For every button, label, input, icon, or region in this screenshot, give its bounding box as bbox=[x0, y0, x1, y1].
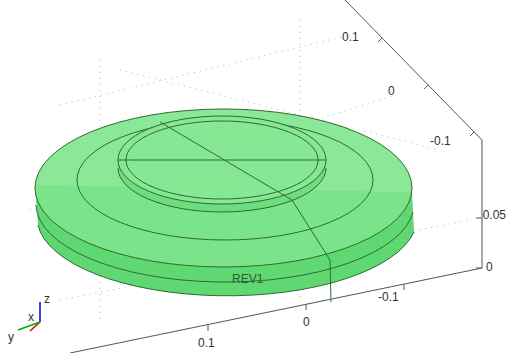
axis-box bbox=[70, 0, 482, 353]
axis-name: y bbox=[8, 330, 14, 344]
tick bbox=[306, 304, 307, 310]
grid-line bbox=[60, 35, 350, 105]
grid-dots bbox=[30, 20, 470, 320]
tick bbox=[476, 218, 482, 219]
geometry-label: REV1 bbox=[232, 272, 263, 286]
tick bbox=[404, 284, 405, 290]
tick bbox=[208, 325, 209, 331]
tick-label: 0.1 bbox=[342, 30, 359, 44]
axis-name: x bbox=[28, 310, 34, 324]
partition-line bbox=[118, 160, 326, 161]
tick-label: 0 bbox=[303, 315, 310, 329]
tick-label: 0 bbox=[486, 260, 493, 274]
tick-label: 0.05 bbox=[483, 208, 506, 222]
partition-line bbox=[330, 260, 331, 302]
partition-line bbox=[160, 122, 292, 200]
disk-solid bbox=[35, 109, 414, 302]
tick bbox=[476, 268, 482, 269]
tick bbox=[470, 132, 474, 136]
axis-triad bbox=[18, 302, 40, 331]
tick-label: 0 bbox=[388, 84, 395, 98]
tick-label: -0.1 bbox=[378, 290, 399, 304]
axis-line bbox=[345, 0, 482, 140]
axis-name: z bbox=[44, 292, 50, 306]
partition-line bbox=[292, 200, 330, 260]
tick bbox=[378, 38, 382, 42]
axis-line bbox=[482, 140, 483, 268]
z-axis-arrow bbox=[39, 302, 41, 322]
disk-top-face bbox=[35, 109, 412, 267]
tick-label: -0.1 bbox=[430, 134, 451, 148]
tick-label: 0.1 bbox=[198, 336, 215, 350]
boss-top-face bbox=[118, 116, 326, 204]
tick bbox=[424, 85, 428, 89]
